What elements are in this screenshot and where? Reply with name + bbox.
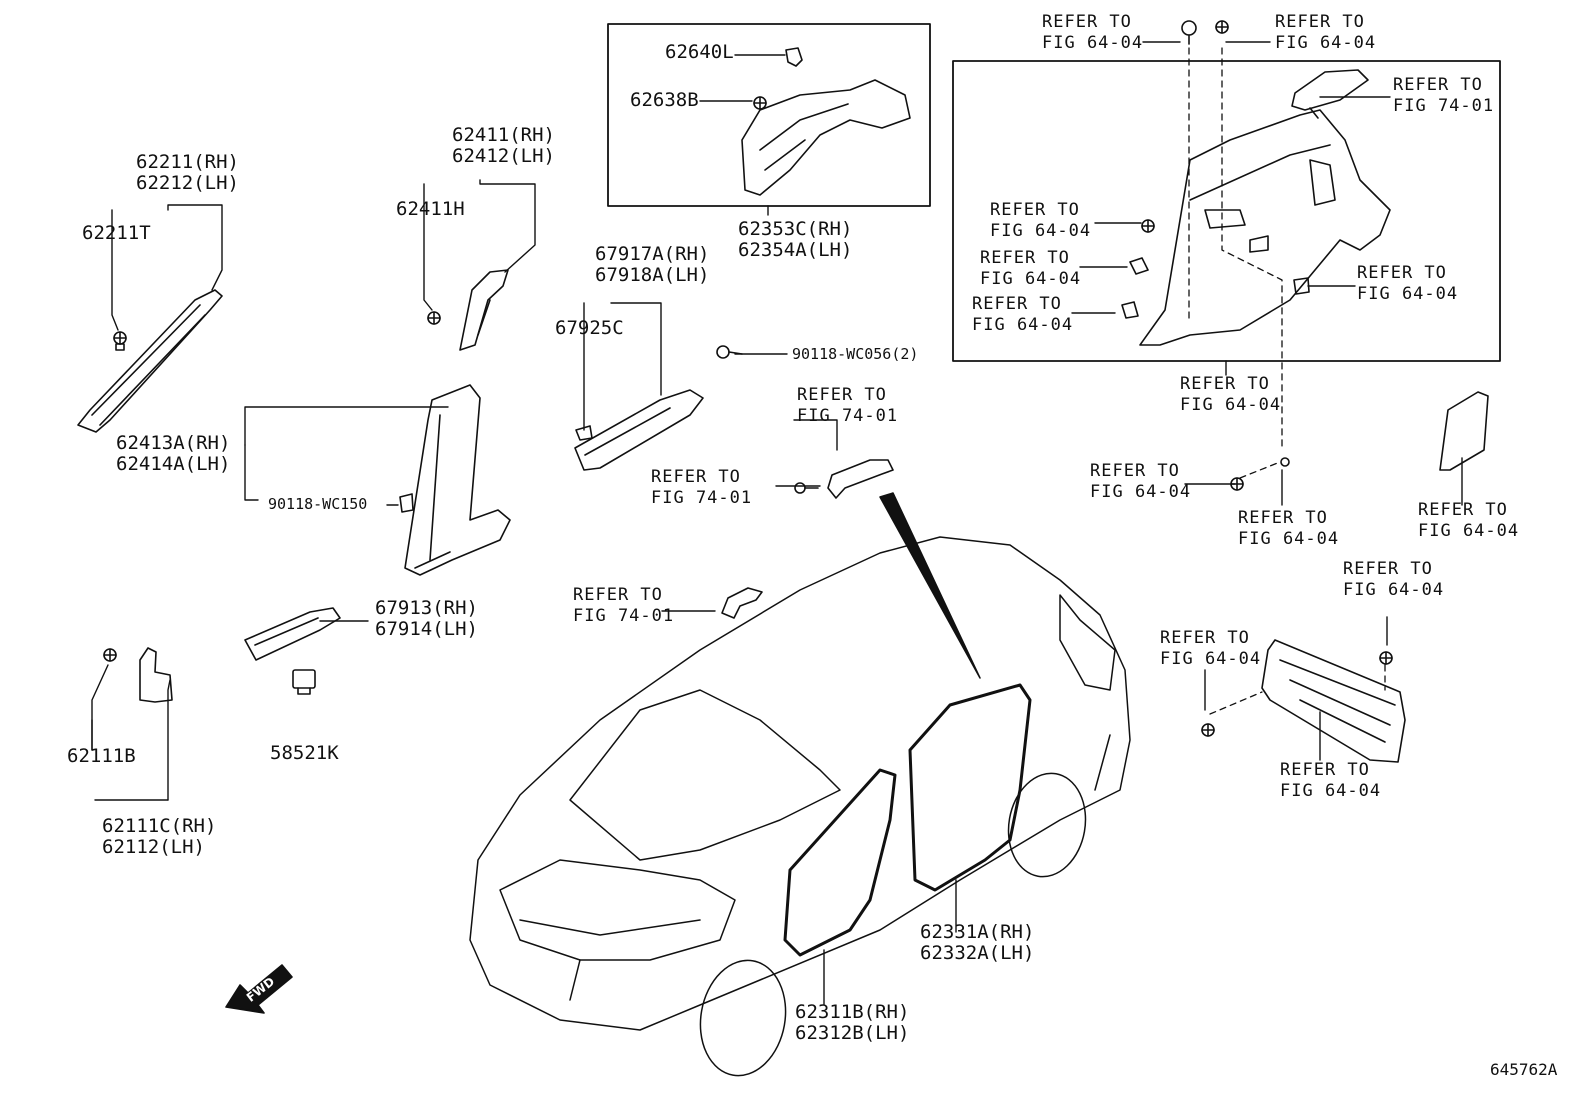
label-62211: 62211(RH)62212(LH) <box>136 151 239 194</box>
vehicle-outline <box>469 492 1131 1077</box>
label-62211t: 62211T <box>82 222 151 244</box>
label-62413: 62413A(RH)62414A(LH) <box>116 432 231 475</box>
cowl-side-trim-part <box>139 647 173 703</box>
label-62331: 62331A(RH)62332A(LH) <box>920 921 1035 964</box>
label-62353: 62353C(RH)62354A(LH) <box>738 218 853 261</box>
screw-icon <box>794 482 819 494</box>
label-62411: 62411(RH)62412(LH) <box>452 124 555 167</box>
label-67925c: 67925C <box>555 317 624 339</box>
clip-icon <box>399 493 414 513</box>
label-62411h: 62411H <box>396 198 465 220</box>
screw-icon <box>716 345 743 359</box>
screw-icon <box>753 96 767 110</box>
label-62638b: 62638B <box>630 89 699 111</box>
rear-quarter-trim-part <box>1139 109 1391 346</box>
clip-icon <box>1201 651 1393 737</box>
label-67917: 67917A(RH)67918A(LH) <box>595 243 710 286</box>
fwd-arrow-icon: FWD <box>225 964 293 1014</box>
label-90118-wc150: 90118-WC150 <box>268 495 368 513</box>
cargo-light-part <box>1291 69 1369 119</box>
label-62111c: 62111C(RH)62112(LH) <box>102 815 217 858</box>
clip-icon <box>785 47 803 67</box>
a-pillar-garnish-part <box>77 289 223 433</box>
leader-lines <box>91 41 1463 1005</box>
label-90118-wc056: 90118-WC056(2) <box>792 345 919 363</box>
label-62311: 62311B(RH)62312B(LH) <box>795 1001 910 1044</box>
clip-icon <box>292 669 316 695</box>
rear-door-scuff-plate-part <box>574 389 704 471</box>
diagram-id: 645762A <box>1490 1060 1558 1079</box>
clip-icon <box>575 425 593 441</box>
clip-icon <box>113 331 127 351</box>
label-67913: 67913(RH)67914(LH) <box>375 597 478 640</box>
front-door-scuff-plate-part <box>244 607 341 661</box>
rear-panel-trim-part <box>1261 639 1406 763</box>
label-62640l: 62640L <box>665 41 734 63</box>
quarter-panel-cover-part <box>1439 391 1489 471</box>
label-62111b: 62111B <box>67 745 136 767</box>
lower-b-pillar-part <box>404 384 511 576</box>
clip-icon <box>1121 20 1310 491</box>
label-58521k: 58521K <box>270 742 339 764</box>
upper-quarter-trim-part <box>741 79 911 196</box>
clip-icon <box>103 648 117 662</box>
upper-quarter-trim-box <box>607 23 931 207</box>
clip-icon <box>427 311 441 325</box>
assist-grip-part <box>721 459 894 619</box>
upper-b-pillar-part <box>459 269 509 351</box>
dashed-fastener-lines <box>1188 47 1386 715</box>
